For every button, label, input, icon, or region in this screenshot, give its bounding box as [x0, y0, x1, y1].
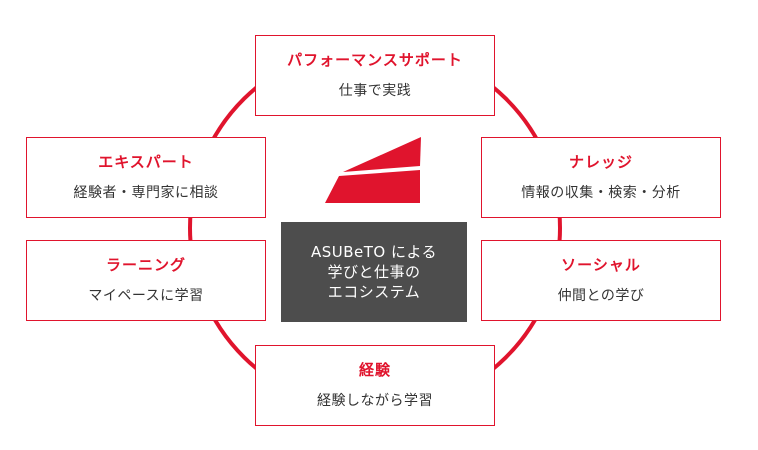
node-desc: マイペースに学習: [88, 288, 204, 305]
logo-lower-shape: [325, 170, 420, 203]
center-ecosystem-box: ASUBeTO による 学びと仕事の エコシステム: [281, 222, 467, 322]
node-knowledge: ナレッジ 情報の収集・検索・分析: [481, 137, 721, 218]
asubeto-logo-icon: [325, 137, 421, 203]
node-learning: ラーニング マイペースに学習: [26, 240, 266, 321]
node-title: エキスパート: [98, 153, 194, 172]
center-line-1: ASUBeTO による: [310, 242, 438, 261]
node-desc: 仕事で実践: [338, 83, 412, 100]
node-desc: 経験しながら学習: [317, 393, 433, 410]
node-title: ソーシャル: [561, 256, 641, 275]
node-title: パフォーマンスサポート: [287, 51, 463, 70]
node-title: ナレッジ: [568, 153, 633, 172]
center-line-3: エコシステム: [327, 283, 421, 302]
node-performance-support: パフォーマンスサポート 仕事で実践: [255, 35, 495, 116]
node-title: ラーニング: [105, 256, 186, 275]
node-desc: 経験者・専門家に相談: [73, 185, 219, 202]
node-expert: エキスパート 経験者・専門家に相談: [26, 137, 266, 218]
center-line-2: 学びと仕事の: [327, 262, 421, 281]
logo-upper-shape: [343, 137, 421, 172]
node-experience: 経験 経験しながら学習: [255, 345, 495, 426]
node-title: 経験: [358, 361, 391, 380]
node-desc: 情報の収集・検索・分析: [521, 185, 681, 202]
node-desc: 仲間との学び: [557, 288, 645, 305]
node-social: ソーシャル 仲間との学び: [481, 240, 721, 321]
